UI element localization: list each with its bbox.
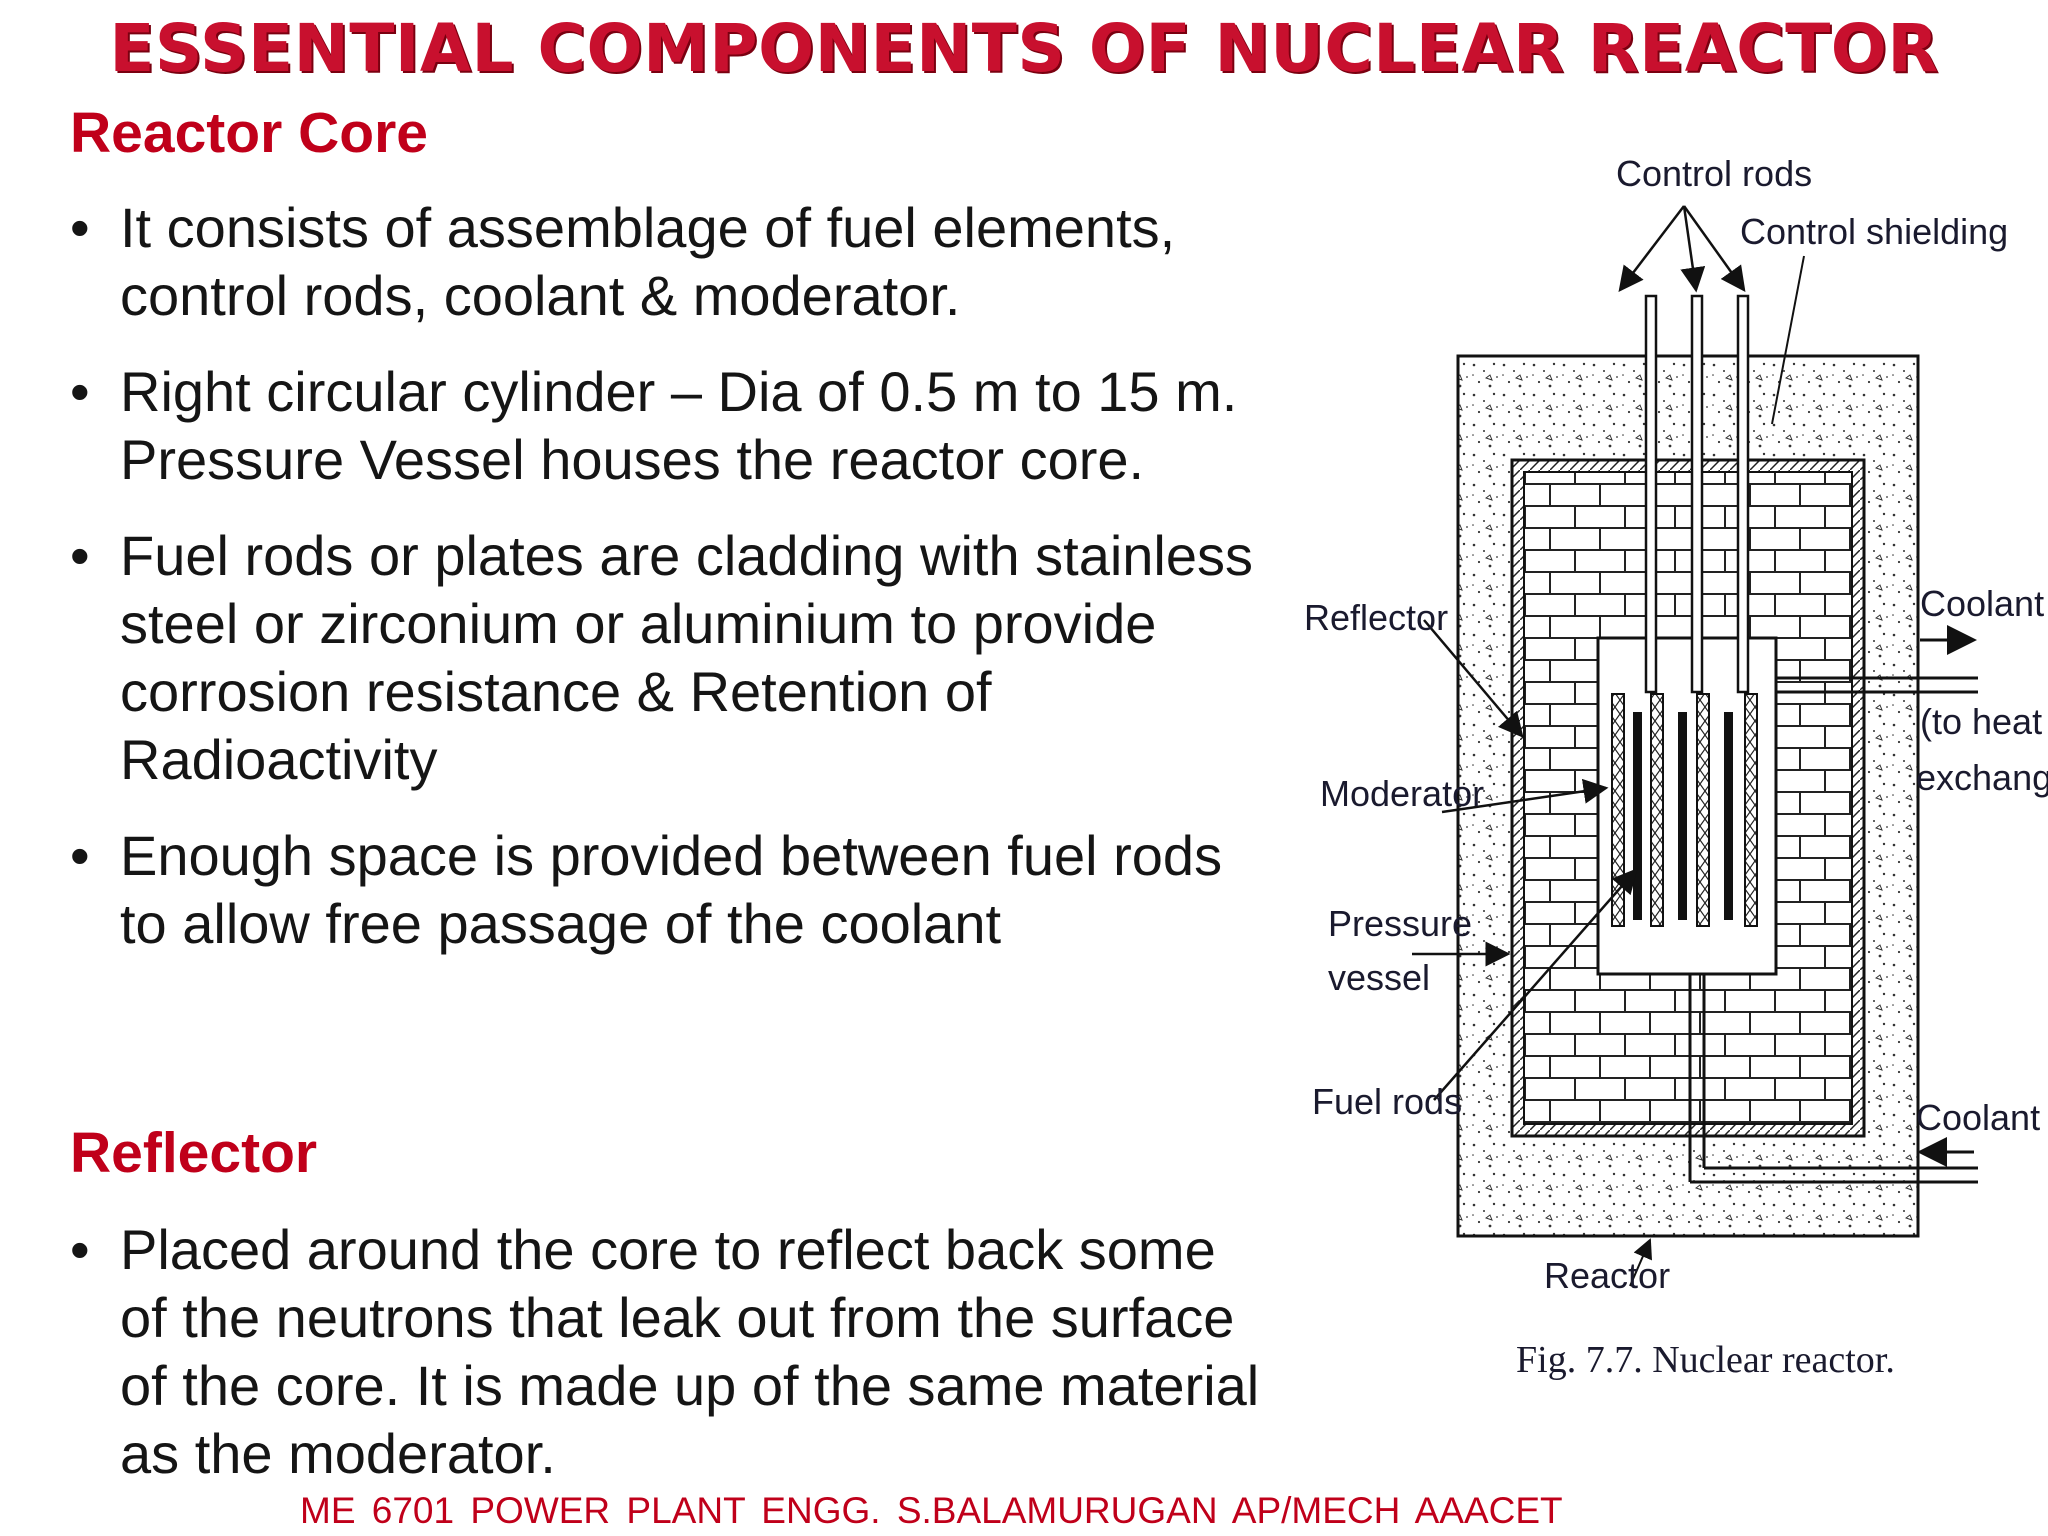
slide-footer: ME 6701 POWER PLANT ENGG. S.BALAMURUGAN … <box>300 1490 1563 1531</box>
bullet-dot-icon: • <box>70 524 90 587</box>
reactor-core-bullet-list: •It consists of assemblage of fuel eleme… <box>70 194 1270 986</box>
moderator-rod-shape <box>1650 693 1664 927</box>
figure-caption: Fig. 7.7. Nuclear reactor. <box>1516 1339 1895 1381</box>
label-pressure: Pressure <box>1328 903 1472 944</box>
label-coolant-out: Coolant <box>1920 583 2044 624</box>
label-reflector: Reflector <box>1304 597 1448 638</box>
control-rod-shape <box>1644 294 1658 694</box>
fuel-rod-shape <box>1633 712 1642 920</box>
label-vessel: vessel <box>1328 957 1430 998</box>
label-control-shielding: Control shielding <box>1740 211 2008 252</box>
section-heading-reflector: Reflector <box>70 1121 318 1185</box>
section-heading-reactor-core: Reactor Core <box>70 101 428 165</box>
bullet-item: •It consists of assemblage of fuel eleme… <box>70 196 1176 327</box>
bullet-dot-icon: • <box>70 824 90 887</box>
label-fuel-rods: Fuel rods <box>1312 1081 1462 1122</box>
reflector-bullet-list: •Placed around the core to reflect back … <box>70 1216 1270 1516</box>
fuel-rod-shape <box>1678 712 1687 920</box>
label-to-heat: (to heat <box>1920 701 2042 742</box>
slide-title: ESSENTIAL COMPONENTS OF NUCLEAR REACTOR <box>109 10 1939 87</box>
label-reactor: Reactor <box>1544 1255 1670 1296</box>
moderator-rod-shape <box>1696 693 1710 927</box>
nuclear-reactor-diagram: Control rods Control shielding Reflector… <box>1304 153 2048 1381</box>
label-coolant-in: Coolant <box>1916 1097 2040 1138</box>
bullet-item: •Placed around the core to reflect back … <box>70 1218 1260 1485</box>
bullet-dot-icon: • <box>70 360 90 423</box>
control-rod-shape <box>1736 294 1750 694</box>
label-exchanger: exchanger) <box>1916 757 2048 798</box>
moderator-rod-shape <box>1744 693 1758 927</box>
control-rod-shape <box>1690 294 1704 694</box>
bullet-dot-icon: • <box>70 196 90 259</box>
bullet-dot-icon: • <box>70 1218 90 1281</box>
label-control-rods: Control rods <box>1616 153 1812 194</box>
bullet-item: •Fuel rods or plates are cladding with s… <box>70 524 1254 791</box>
fuel-rod-shape <box>1724 712 1733 920</box>
label-moderator: Moderator <box>1320 773 1484 814</box>
bullet-item: •Enough space is provided between fuel r… <box>70 824 1223 955</box>
moderator-rod-shape <box>1611 693 1625 927</box>
bullet-item: •Right circular cylinder – Dia of 0.5 m … <box>70 360 1238 491</box>
